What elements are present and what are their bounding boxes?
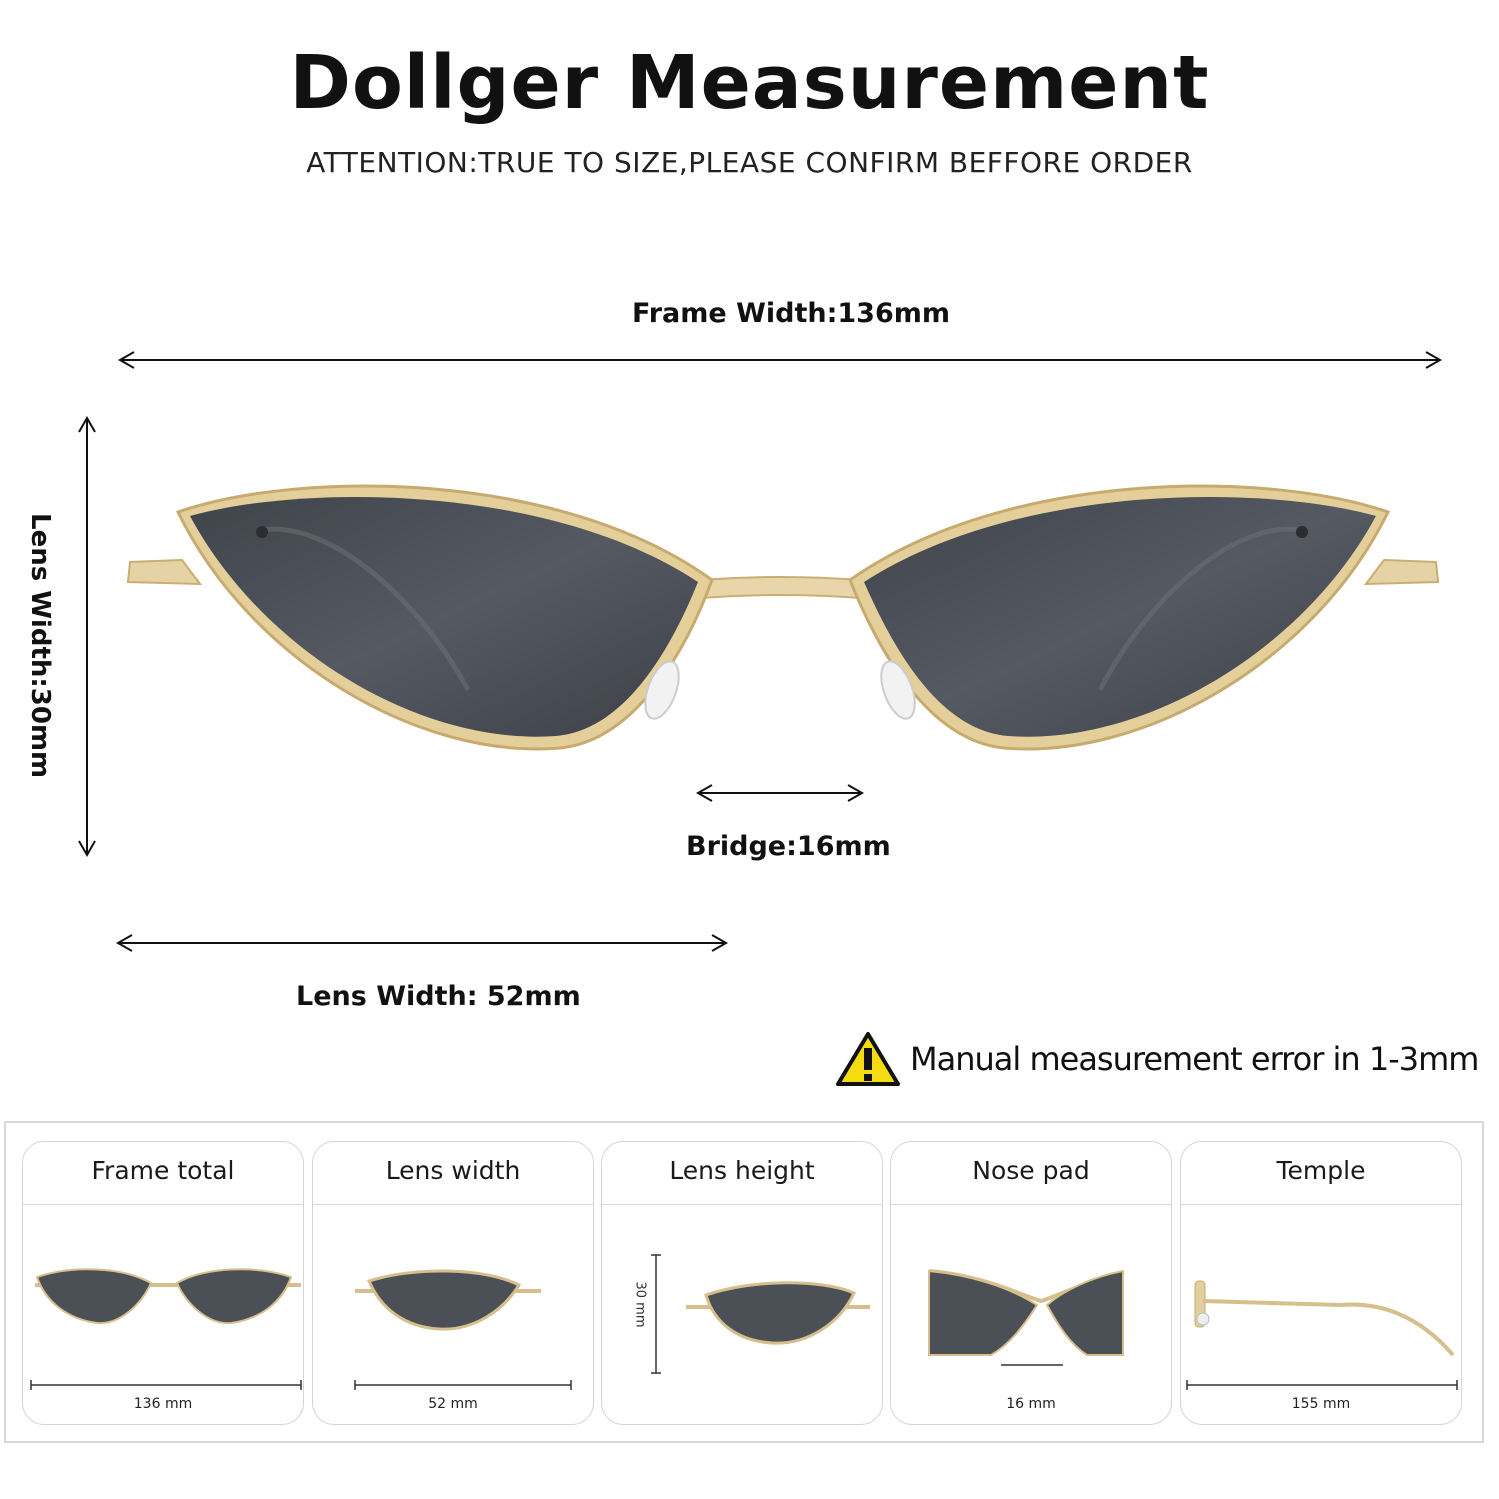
warning-triangle-icon [836, 1032, 900, 1086]
lens-width-glasses-icon [354, 1269, 572, 1390]
bridge-label: Bridge:16mm [686, 831, 891, 862]
card-nose-pad: Nose pad 16 mm [890, 1141, 1172, 1425]
card-temple: Temple 155 mm [1180, 1141, 1462, 1425]
lens-height-label: Lens Width:30mm [25, 513, 55, 779]
card-lens-height: Lens height 30 mm [601, 1141, 883, 1425]
lens-height-side-label: 30 mm [632, 1281, 648, 1328]
card-title: Nose pad [972, 1156, 1090, 1185]
card-value: 16 mm [1006, 1396, 1056, 1412]
card-frame-total: Frame total 136 mm [22, 1141, 304, 1425]
nose-pad-glasses-icon [928, 1269, 1124, 1366]
page-title: Dollger Measurement [289, 40, 1210, 126]
frame-width-label: Frame Width:136mm [632, 298, 951, 329]
lens-width-arrow [115, 934, 729, 952]
sunglasses-illustration [126, 484, 1440, 751]
card-value: 52 mm [428, 1396, 478, 1412]
warning-text: Manual measurement error in 1-3mm [910, 1040, 1479, 1078]
temple-arm-icon [1186, 1280, 1458, 1390]
card-value: 155 mm [1291, 1396, 1351, 1412]
bridge-arrow [695, 784, 865, 802]
measurement-diagram [78, 351, 1443, 1086]
lens-height-glasses-icon [651, 1254, 870, 1374]
frame-width-arrow [117, 351, 1443, 369]
card-title: Frame total [91, 1156, 235, 1185]
card-value: 136 mm [133, 1396, 193, 1412]
lens-height-arrow [78, 415, 96, 858]
card-lens-width: Lens width 52 mm [312, 1141, 594, 1425]
lens-width-label: Lens Width: 52mm [296, 981, 581, 1012]
card-title: Lens height [669, 1156, 815, 1185]
card-title: Lens width [385, 1156, 521, 1185]
page-subtitle: ATTENTION:TRUE TO SIZE,PLEASE CONFIRM BE… [306, 146, 1193, 179]
card-title: Temple [1276, 1156, 1366, 1185]
frame-total-glasses-icon [30, 1268, 302, 1390]
